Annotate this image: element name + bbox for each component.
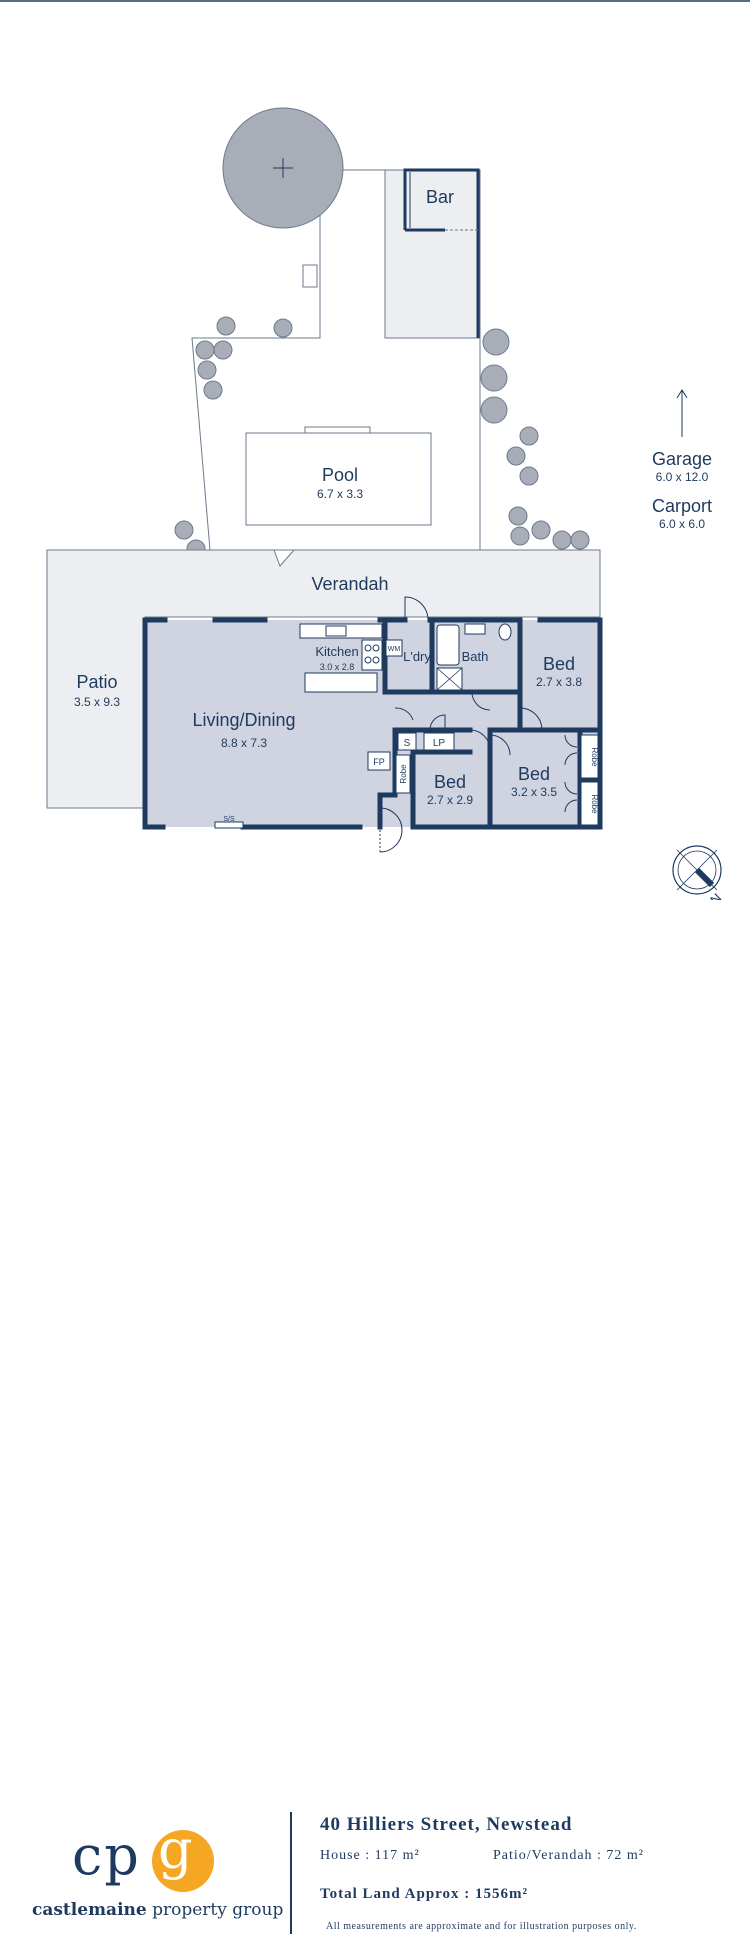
laundry-label: L'dry (403, 649, 431, 664)
fp-label: FP (373, 757, 385, 767)
house-walls (142, 617, 603, 830)
carport-dimensions: 6.0 x 6.0 (658, 517, 706, 531)
kitchen-dimensions: 3.0 x 2.8 (320, 662, 355, 672)
robe2-label: Robe (590, 747, 599, 767)
wm-label: WM (388, 646, 401, 653)
linen-press (423, 732, 455, 751)
robe3-label: Robe (590, 794, 599, 814)
total-land: Total Land Approx : 1556m² (320, 1886, 529, 1902)
patio-label: Patio (76, 672, 117, 692)
bed2-dimensions: 2.7 x 2.9 (427, 793, 473, 807)
pool-label: Pool (322, 465, 358, 485)
verandah-label: Verandah (311, 574, 388, 594)
kitchen-bench (304, 672, 378, 693)
robe1-label: Robe (399, 764, 408, 784)
bathtub-icon (436, 624, 460, 666)
patio-dimensions: 3.5 x 9.3 (74, 695, 120, 709)
toilet-icon (498, 623, 512, 641)
verandah-patio-area (46, 549, 601, 809)
footer-divider (290, 1812, 292, 1934)
door-swings (379, 596, 578, 853)
s-label: S (404, 738, 411, 749)
footer: cp g castlemaine property group 40 Hilli… (0, 900, 750, 1934)
shrub-icons (174, 316, 590, 559)
living-dimensions: 8.8 x 7.3 (221, 736, 267, 750)
bar-label: Bar (426, 187, 454, 207)
disclaimer: All measurements are approximate and for… (326, 1921, 637, 1932)
small-shed (302, 264, 318, 288)
large-tree-icon (222, 107, 344, 229)
garage-dimensions: 6.0 x 12.0 (655, 470, 709, 484)
bed1-label: Bed (543, 654, 575, 674)
ss-label: S/S (223, 816, 235, 823)
bed2-label: Bed (434, 772, 466, 792)
logo-g: g (158, 1818, 193, 1881)
house-area: House : 117 m² (320, 1848, 420, 1863)
washing-machine (385, 639, 403, 657)
robe-bed2 (395, 754, 411, 794)
kitchen-counter (299, 623, 383, 639)
sink-icon (325, 625, 347, 637)
floor-plan: Bar Pool 6.7 x 3.3 Verandah Patio 3.5 x … (0, 0, 750, 900)
living-label: Living/Dining (192, 710, 295, 730)
kitchen-label: Kitchen (315, 644, 358, 659)
carport-label: Carport (651, 496, 713, 516)
house-interior (145, 620, 600, 827)
compass-icon (672, 845, 722, 895)
vanity-icon (464, 623, 486, 635)
bed3-label: Bed (518, 764, 550, 784)
robe-bed3-b (580, 781, 599, 826)
brand-name: castlemaine property group (32, 1900, 283, 1920)
bed1-dimensions: 2.7 x 3.8 (536, 675, 582, 689)
garage-info: Garage 6.0 x 12.0 (640, 449, 724, 484)
carport-info: Carport 6.0 x 6.0 (640, 496, 724, 531)
bath-label: Bath (462, 649, 489, 664)
cooktop-icon (364, 644, 380, 664)
fireplace (367, 751, 391, 771)
bed3-dimensions: 3.2 x 3.5 (511, 785, 557, 799)
north-arrow-icon (676, 389, 688, 437)
bar-outbuilding (384, 169, 481, 339)
logo-letters: cp (72, 1824, 141, 1887)
brand-rest: property group (146, 1900, 284, 1920)
patio-verandah-area: Patio/Verandah : 72 m² (493, 1848, 645, 1863)
storage-cupboard (397, 732, 417, 751)
compass-north-letter: N (707, 890, 724, 900)
property-address: 40 Hilliers Street, Newstead (320, 1814, 573, 1835)
brand-bold: castlemaine (32, 1900, 147, 1920)
lp-label: LP (433, 738, 446, 749)
pool-dimensions: 6.7 x 3.3 (317, 487, 363, 501)
garage-label: Garage (651, 449, 713, 469)
robe-bed3-a (580, 734, 599, 779)
